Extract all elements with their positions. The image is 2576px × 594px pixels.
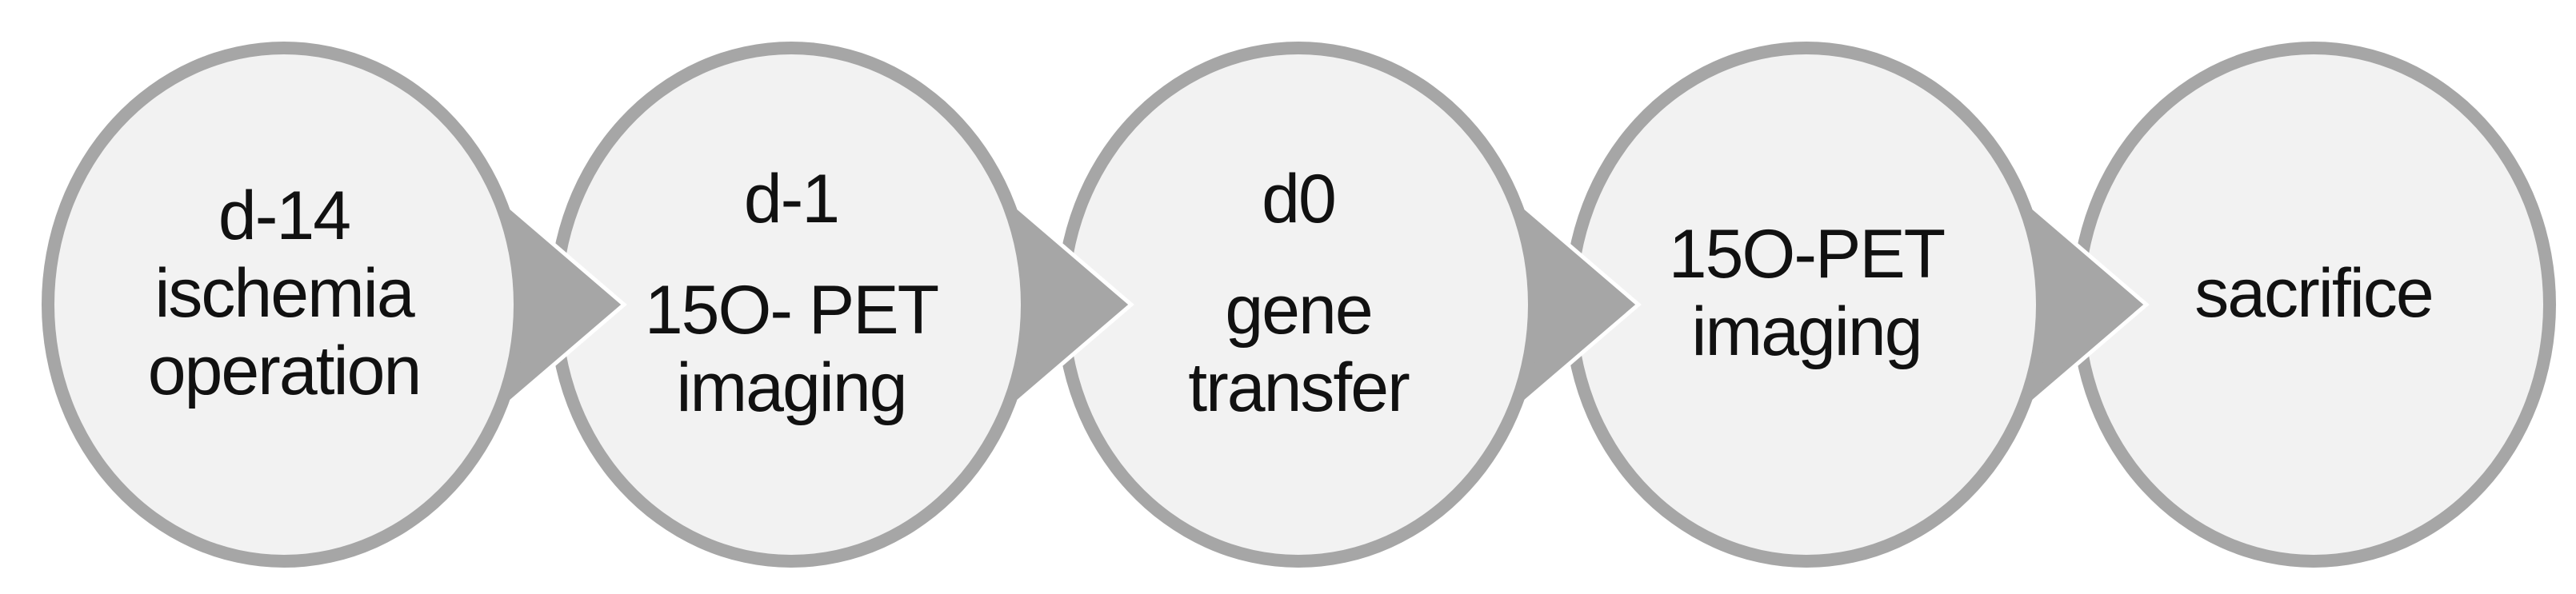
step-label-line: d-14 (218, 177, 351, 254)
step-label-line: ischemia (154, 254, 414, 332)
step-circle-gene-transfer: d0 gene transfer (1056, 42, 1541, 568)
step-label-line: imaging (676, 349, 907, 426)
step-label: d0 gene transfer (1188, 160, 1410, 449)
step-label-line: operation (147, 332, 422, 409)
step-label-line: d0 (1262, 160, 1337, 237)
step-label: sacrifice (2194, 254, 2434, 355)
step-label: d-14 ischemia operation (147, 177, 422, 433)
step-label-line: d-1 (743, 160, 840, 237)
step-label-line: 15O-PET (1668, 216, 1946, 293)
step-circle-ischemia-operation: d-14 ischemia operation (42, 42, 526, 568)
step-label-line: transfer (1188, 349, 1410, 426)
step-label-line: imaging (1691, 293, 1922, 370)
step-label-line: gene (1225, 271, 1373, 349)
step-label-line: 15O- PET (644, 271, 939, 349)
step-label-line: sacrifice (2194, 254, 2434, 332)
step-label: 15O-PET imaging (1668, 216, 1946, 393)
step-label: d-1 15O- PET imaging (644, 160, 939, 449)
